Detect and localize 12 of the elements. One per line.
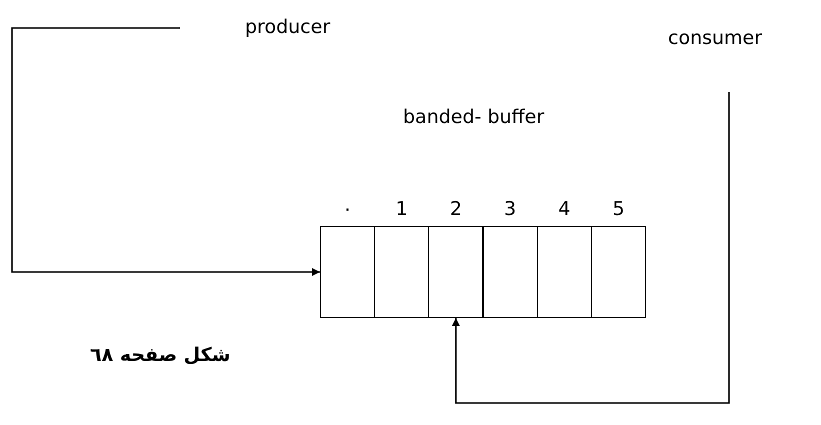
slot-number: 5 [611, 198, 626, 220]
slot-number: 3 [503, 198, 518, 220]
slot-number: 2 [448, 198, 463, 220]
buffer-title: banded- buffer [403, 106, 544, 128]
slot-number: 1 [394, 198, 409, 220]
process-label: producer [245, 16, 330, 38]
caption: شكل صفحه ٦٨ [90, 344, 230, 366]
slot-number: ٠ [341, 198, 354, 220]
slot-number: 4 [557, 198, 572, 220]
arrow [452, 92, 730, 404]
arrow [11, 27, 320, 276]
process-label: consumer [668, 27, 762, 49]
